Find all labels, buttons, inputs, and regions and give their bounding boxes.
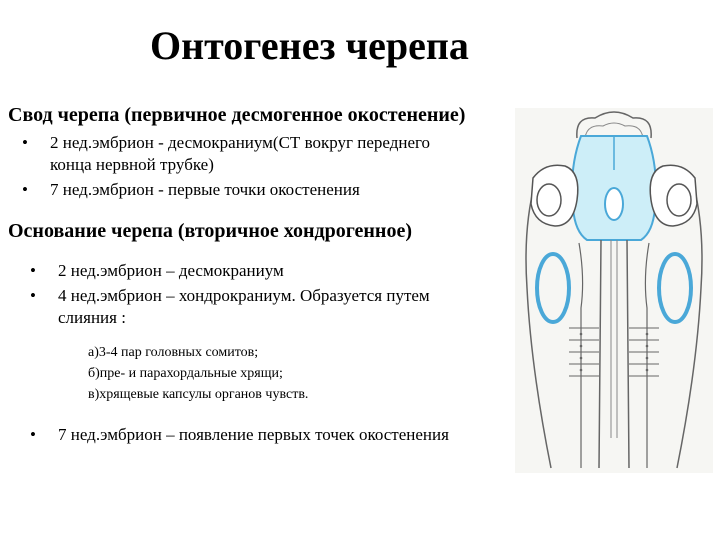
- cranial-top-outline: [576, 111, 652, 139]
- base-list: • 2 нед.эмбрион – десмокраниум • 4 нед.эмб…: [30, 260, 458, 332]
- bullet: •: [22, 180, 28, 199]
- list-item: • 7 нед.эмбрион - первые точки окостенени…: [22, 179, 450, 201]
- list-item: • 7 нед.эмбрион – появление первых точек …: [30, 424, 458, 446]
- section-heading-vault: Свод черепа (первичное десмогенное окост…: [8, 104, 466, 126]
- list-item-text: 4 нед.эмбрион – хондрокраниум. Образуетс…: [58, 286, 430, 327]
- page-title: Онтогенез черепа: [150, 23, 469, 68]
- bullet: •: [30, 425, 36, 444]
- list-item: • 4 нед.эмбрион – хондрокраниум. Образует…: [30, 285, 458, 329]
- list-item-text: 2 нед.эмбрион – десмокраниум: [58, 261, 284, 280]
- section-heading-base: Основание черепа (вторичное хондрогенное…: [8, 220, 412, 242]
- sublist-item: а)3-4 пар головных сомитов;: [88, 345, 259, 360]
- fusion-sublist: а)3-4 пар головных сомитов; б)пре- и пар…: [88, 342, 418, 405]
- skull-embryo-illustration: [515, 108, 713, 473]
- list-item-text: 2 нед.эмбрион - десмокраниум(СТ вокруг п…: [50, 133, 431, 174]
- notochord: [598, 239, 630, 469]
- somite-dots: [579, 332, 649, 372]
- embryo-outline: [525, 182, 703, 469]
- right-otic-capsule: [657, 252, 693, 324]
- cranial-inner-outline: [584, 122, 644, 139]
- list-item-text: 7 нед.эмбрион - первые точки окостенения: [50, 180, 360, 199]
- left-otic-capsule: [535, 252, 571, 324]
- list-item: • 2 нед.эмбрион – десмокраниум: [30, 260, 458, 282]
- bullet: •: [22, 133, 28, 152]
- bullet: •: [30, 286, 36, 305]
- bullet: •: [30, 261, 36, 280]
- sublist-item: б)пре- и парахордальные хрящи;: [88, 366, 283, 381]
- vault-list: • 2 нед.эмбрион - десмокраниум(СТ вокруг …: [22, 132, 450, 204]
- base-list-final: • 7 нед.эмбрион – появление первых точек …: [30, 424, 458, 446]
- sublist-item: в)хрящевые капсулы органов чувств.: [88, 387, 309, 402]
- list-item-text: 7 нед.эмбрион – появление первых точек о…: [58, 425, 449, 444]
- central-oval: [604, 187, 624, 221]
- somite-segments: [569, 327, 659, 377]
- list-item: • 2 нед.эмбрион - десмокраниум(СТ вокруг …: [22, 132, 450, 176]
